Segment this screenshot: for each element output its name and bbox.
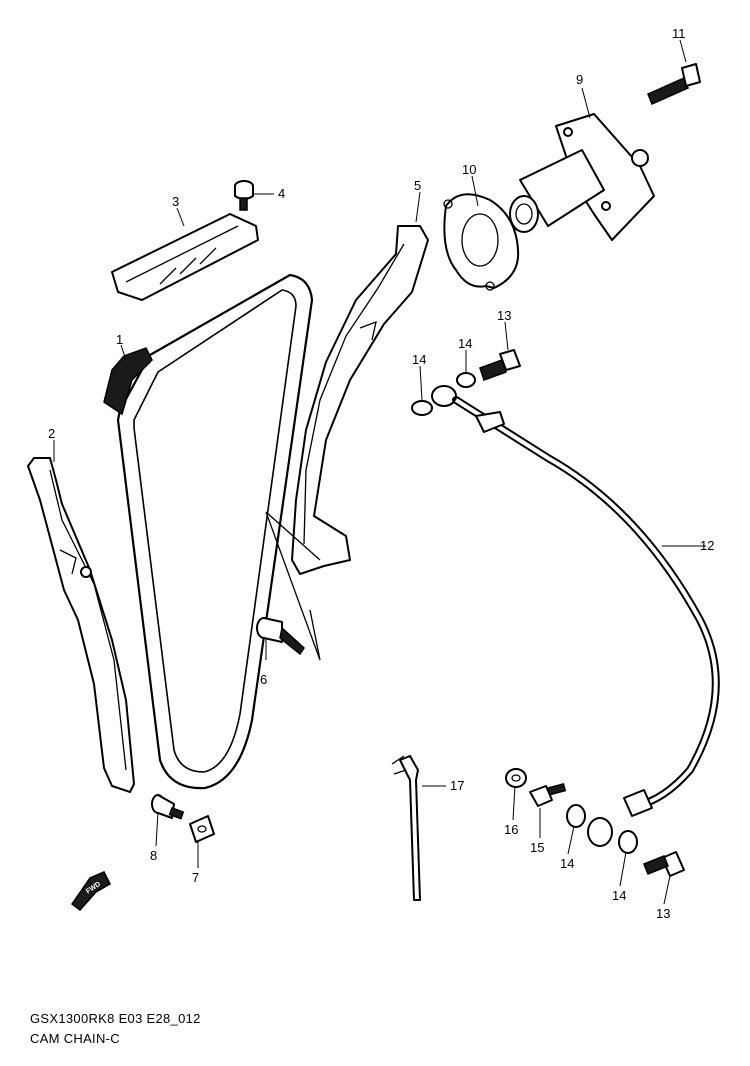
callout-1: 1 bbox=[116, 332, 123, 347]
callout-8: 8 bbox=[150, 848, 157, 863]
bolt-8 bbox=[151, 794, 185, 820]
long-bolt-11 bbox=[647, 63, 701, 106]
callout-17: 17 bbox=[450, 778, 464, 793]
diagram-title: CAM CHAIN-C bbox=[30, 1031, 120, 1046]
leader-lines bbox=[53, 39, 706, 905]
callout-4: 4 bbox=[278, 186, 285, 201]
tensioner-adjuster bbox=[509, 113, 655, 241]
callout-16: 16 bbox=[504, 822, 518, 837]
guide-pivot-bolt bbox=[256, 617, 305, 656]
upper-chain-guide bbox=[111, 213, 259, 301]
callout-13-lower: 13 bbox=[656, 906, 670, 921]
union-bolt-13-upper bbox=[479, 349, 521, 381]
callout-2: 2 bbox=[48, 426, 55, 441]
gasket bbox=[443, 193, 520, 291]
callout-6: 6 bbox=[260, 672, 267, 687]
front-chain-guide bbox=[291, 225, 429, 575]
cam-chain bbox=[103, 273, 314, 790]
callout-15: 15 bbox=[530, 840, 544, 855]
callout-5: 5 bbox=[414, 178, 421, 193]
diagram-code: GSX1300RK8 E03 E28_012 bbox=[30, 1011, 201, 1026]
callout-11: 11 bbox=[672, 26, 686, 41]
tensioner-blade bbox=[27, 457, 135, 793]
callout-14-a: 14 bbox=[412, 352, 426, 367]
callout-9: 9 bbox=[576, 72, 583, 87]
callout-12: 12 bbox=[700, 538, 714, 553]
callout-10: 10 bbox=[462, 162, 476, 177]
cable-tie bbox=[391, 755, 421, 901]
front-direction-marker bbox=[70, 871, 111, 912]
callout-7: 7 bbox=[192, 870, 199, 885]
callout-14-c: 14 bbox=[560, 856, 574, 871]
callouts: 1 2 3 4 5 6 7 8 9 10 11 12 13 14 14 17 1… bbox=[48, 26, 714, 921]
oil-hose bbox=[452, 396, 720, 847]
guide-bolt bbox=[234, 180, 254, 211]
callout-3: 3 bbox=[172, 194, 179, 209]
washer-plate-7 bbox=[189, 815, 215, 843]
callout-14-d: 14 bbox=[612, 888, 626, 903]
callout-14-b: 14 bbox=[458, 336, 472, 351]
callout-13-upper: 13 bbox=[497, 308, 511, 323]
lower-fittings bbox=[505, 768, 685, 877]
